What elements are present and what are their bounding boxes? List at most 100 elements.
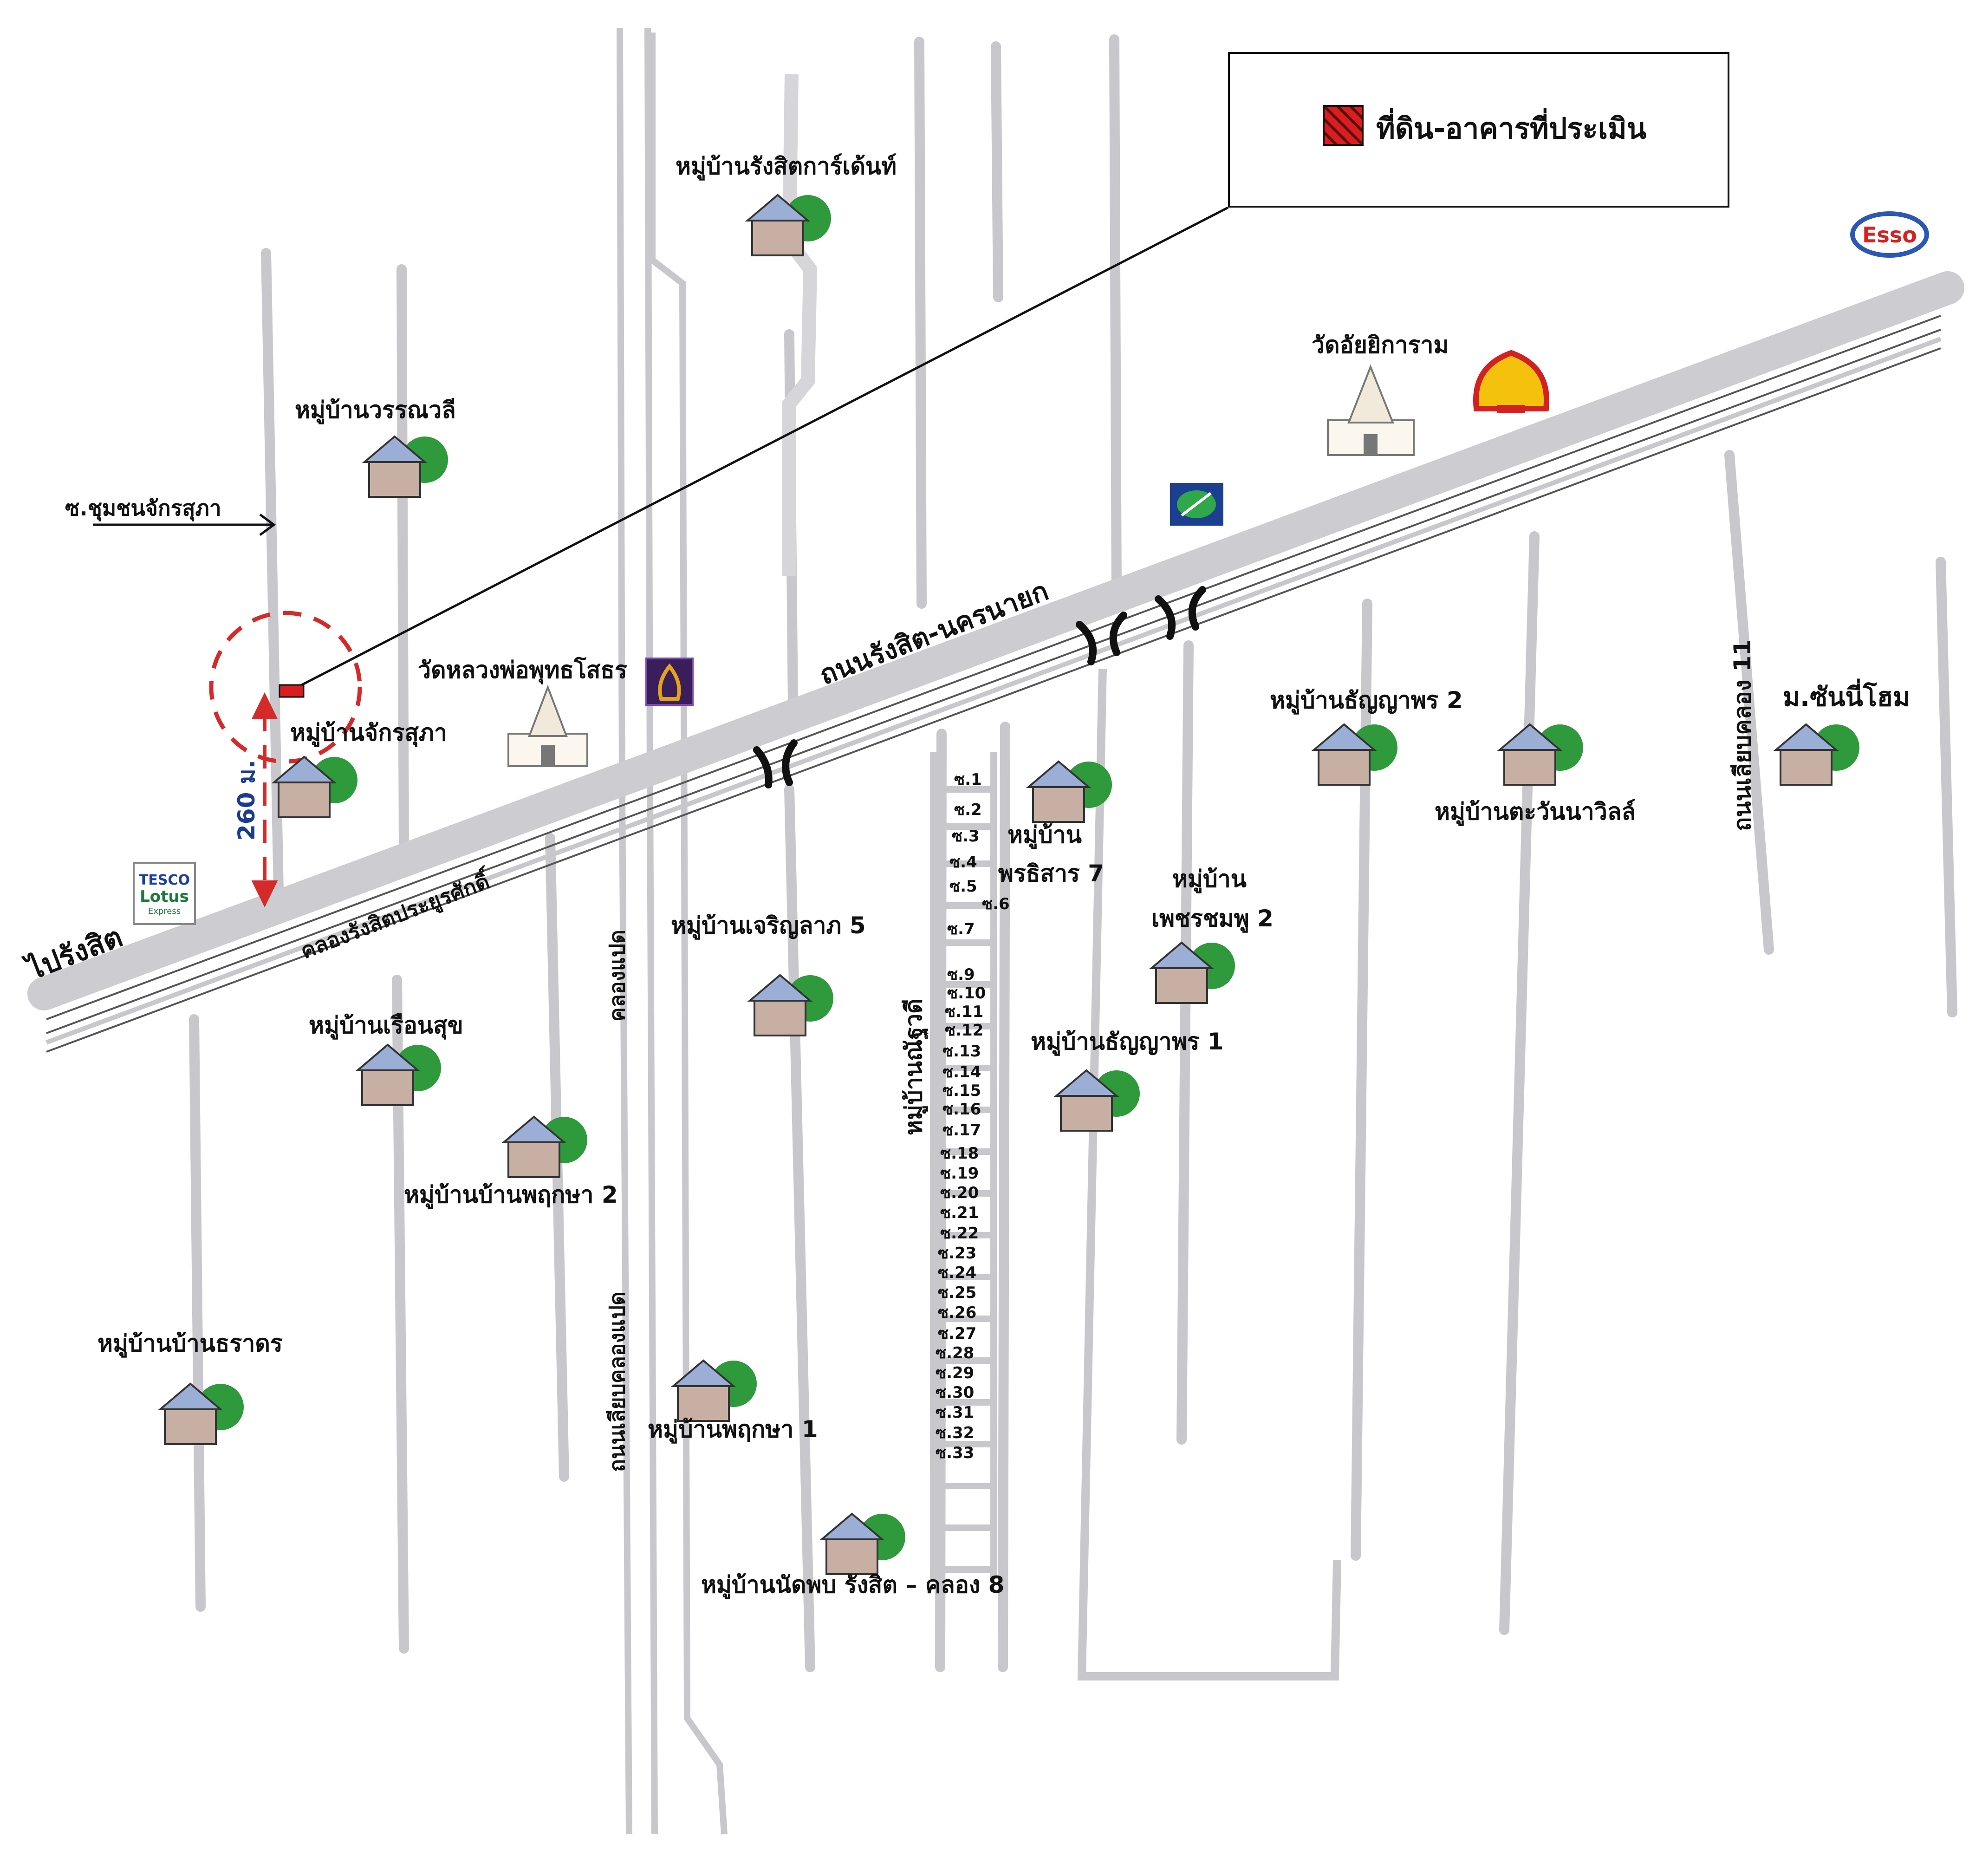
label-klong-paet: คลองแปด bbox=[604, 930, 630, 1022]
soi-label: ซ.5 bbox=[949, 877, 977, 896]
subject-radius-circle bbox=[209, 611, 362, 764]
temple-icon bbox=[507, 684, 588, 767]
soi-label: ซ.19 bbox=[940, 1164, 979, 1183]
label-charoenlarp: หมู่บ้านเจริญลาภ 5 bbox=[671, 912, 866, 940]
soi-label: ซ.32 bbox=[936, 1424, 974, 1442]
house-icon bbox=[1026, 760, 1112, 823]
label-petchchompoo-b: เพชรชมพู 2 bbox=[1151, 905, 1274, 933]
esso-icon: Esso bbox=[1850, 211, 1929, 258]
tesco-lotus-icon: TESCO Lotus Express bbox=[133, 862, 196, 925]
soi-ladder bbox=[930, 752, 997, 1579]
road-klong11 bbox=[1724, 450, 1774, 955]
house-icon bbox=[362, 435, 448, 498]
road-rangsit-garden-loop bbox=[782, 74, 818, 576]
label-nanthawi: หมู่บ้านณัฐวดี bbox=[900, 999, 929, 1135]
soi-label: ซ.31 bbox=[936, 1403, 974, 1422]
soi-label: ซ.28 bbox=[936, 1344, 974, 1362]
road-sunny-home bbox=[1936, 557, 1957, 1017]
label-petchchompoo-a: หมู่บ้าน bbox=[1172, 866, 1247, 893]
legend-leader-line bbox=[296, 206, 1229, 689]
soi-label: ซ.29 bbox=[936, 1364, 974, 1382]
map-legend: ที่ดิน-อาคารที่ประเมิน bbox=[1228, 52, 1729, 208]
label-pornthisarn-b: พรธิสาร 7 bbox=[998, 860, 1104, 887]
soi-label: ซ.1 bbox=[954, 770, 982, 789]
road-nanthawi bbox=[935, 729, 947, 1672]
label-sunny-home: ม.ซันนี่โฮม bbox=[1783, 678, 1910, 712]
subject-property-marker bbox=[279, 684, 305, 698]
house-icon bbox=[1053, 1069, 1140, 1132]
svg-text:Lotus: Lotus bbox=[140, 887, 189, 906]
label-tharadol: หมู่บ้านบ้านธราดร bbox=[97, 1330, 283, 1358]
soi-label: ซ.30 bbox=[936, 1383, 974, 1402]
label-distance: 260 ม. bbox=[233, 760, 260, 840]
road-north-mid bbox=[914, 37, 927, 609]
legend-title: ที่ดิน-อาคารที่ประเมิน bbox=[1376, 111, 1647, 145]
village-labels: หมู่บ้านรังสิตการ์เด้นท์ หมู่บ้านวรรณวลี… bbox=[97, 153, 1910, 1599]
soi-label: ซ.27 bbox=[938, 1324, 976, 1343]
label-wat-aiyikaram: วัดอัยยิการาม bbox=[1312, 332, 1449, 358]
gas-station-icon bbox=[1170, 483, 1223, 526]
label-wannawalee: หมู่บ้านวรรณวลี bbox=[295, 397, 456, 424]
soi-label: ซ.18 bbox=[940, 1144, 979, 1163]
label-pornthisarn-a: หมู่บ้าน bbox=[1007, 821, 1082, 849]
road-soi-chumchon bbox=[261, 248, 284, 897]
house-icon bbox=[819, 1512, 905, 1575]
landmark-labels: วัดหลวงพ่อพุทธโสธร วัดอัยยิการาม bbox=[418, 332, 1449, 684]
frontage-road bbox=[45, 337, 1942, 1045]
label-pruksa-1: หมู่บ้านพฤกษา 1 bbox=[648, 1416, 818, 1444]
soi-label: ซ.24 bbox=[938, 1264, 976, 1282]
house-icon bbox=[745, 194, 831, 256]
road-petchchompoo bbox=[1176, 640, 1194, 1445]
road-tharadol bbox=[189, 1014, 206, 1612]
label-thanyaporn-1: หมู่บ้านธัญญาพร 1 bbox=[1031, 1028, 1224, 1056]
soi-label: ซ.16 bbox=[942, 1100, 981, 1119]
svg-text:TESCO: TESCO bbox=[139, 872, 190, 888]
soi-label: ซ.17 bbox=[942, 1121, 981, 1140]
bridge-icon bbox=[1155, 586, 1206, 640]
house-icon bbox=[1311, 723, 1397, 786]
soi-label: ซ.21 bbox=[940, 1204, 979, 1222]
house-icon bbox=[355, 1043, 441, 1106]
soi-label: ซ.25 bbox=[938, 1283, 976, 1302]
road-tawanna bbox=[1499, 531, 1540, 1635]
soi-label: ซ.33 bbox=[936, 1444, 974, 1462]
road-labels: ถนนรังสิต-นครนายก คลองรังสิตประยูรศักดิ์… bbox=[20, 495, 1756, 1472]
bridge-icon bbox=[1076, 612, 1127, 665]
label-rangsit-garden: หมู่บ้านรังสิตการ์เด้นท์ bbox=[676, 153, 897, 181]
house-icon bbox=[1773, 723, 1859, 786]
house-icon bbox=[1497, 723, 1583, 786]
svg-text:Esso: Esso bbox=[1862, 222, 1917, 248]
house-icon bbox=[271, 756, 357, 818]
soi-label: ซ.23 bbox=[938, 1244, 976, 1263]
soi-label: ซ.22 bbox=[940, 1224, 979, 1243]
soi-label: ซ.20 bbox=[940, 1184, 979, 1202]
soi-label: ซ.14 bbox=[942, 1063, 981, 1081]
canal-lines bbox=[46, 315, 1941, 1053]
road-nanthawi-2 bbox=[998, 722, 1010, 1672]
label-natpob: หมู่บ้านนัดพบ รังสิต – คลอง 8 bbox=[701, 1571, 1004, 1599]
label-thanyaporn-2: หมู่บ้านธัญญาพร 2 bbox=[1270, 687, 1463, 715]
road-north-3 bbox=[1109, 34, 1122, 602]
house-icon bbox=[670, 1359, 757, 1422]
soi-label: ซ.9 bbox=[947, 965, 975, 984]
house-icon bbox=[747, 974, 833, 1036]
bridge-marks bbox=[753, 586, 1206, 788]
label-klong-paet-road: ถนนเลียบคลองแปด bbox=[604, 1291, 630, 1472]
svg-text:Express: Express bbox=[148, 906, 181, 916]
village-house-icons bbox=[157, 194, 1859, 1575]
subject-property-swatch bbox=[1323, 105, 1364, 146]
soi-label: ซ.7 bbox=[947, 920, 975, 938]
bank-icon bbox=[645, 658, 694, 706]
label-soi-chumchon: ซ.ชุมชนจักรสุภา bbox=[65, 495, 221, 521]
soi-label: ซ.15 bbox=[942, 1081, 981, 1100]
soi-label: ซ.13 bbox=[942, 1042, 981, 1061]
label-pruksa-2: หมู่บ้านบ้านพฤกษา 2 bbox=[404, 1181, 618, 1209]
label-tawanna: หมู่บ้านตะวันนาวิลล์ bbox=[1435, 798, 1636, 826]
temple-icon bbox=[1327, 364, 1415, 456]
label-klong-11-road: ถนนเลียบคลอง 11 bbox=[1729, 639, 1756, 831]
soi-label: ซ.26 bbox=[938, 1303, 976, 1322]
soi-labels: ซ.1 ซ.2 ซ.3 ซ.4 ซ.5 ซ.6 ซ.7 ซ.9 ซ.10 ซ.1… bbox=[936, 770, 1010, 1462]
soi-label: ซ.3 bbox=[952, 827, 980, 846]
soi-label: ซ.6 bbox=[982, 895, 1010, 913]
bridge-icon bbox=[753, 739, 798, 788]
